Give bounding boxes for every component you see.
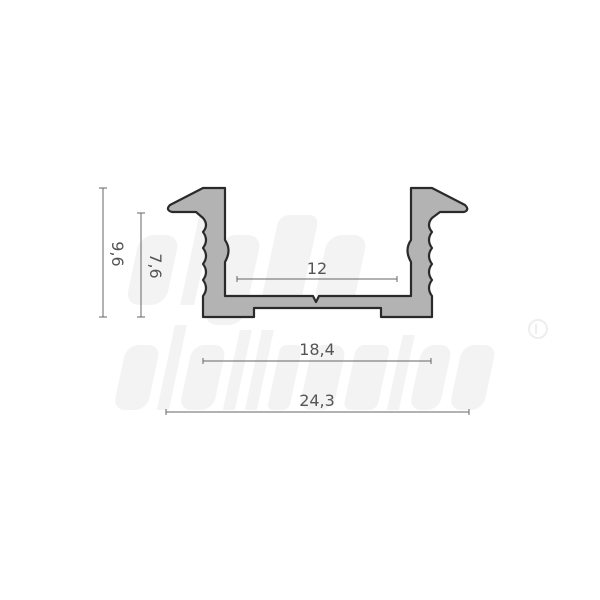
label-total-width: 24,3 bbox=[299, 391, 335, 410]
dim-line-bottom-width bbox=[202, 358, 432, 364]
watermark-logo bbox=[115, 215, 495, 410]
label-inner-height: 7,6 bbox=[146, 253, 165, 278]
dim-line-total-height bbox=[99, 187, 107, 318]
label-bottom-width: 18,4 bbox=[299, 340, 335, 359]
aluminium-profile bbox=[166, 186, 469, 319]
watermark-registered-mark bbox=[528, 319, 548, 339]
label-total-height: 9,6 bbox=[108, 241, 127, 266]
dim-line-inner-height bbox=[137, 212, 145, 318]
label-inner-width: 12 bbox=[307, 259, 327, 278]
dim-line-total-width bbox=[165, 409, 470, 415]
dim-line-inner-width bbox=[236, 276, 398, 282]
